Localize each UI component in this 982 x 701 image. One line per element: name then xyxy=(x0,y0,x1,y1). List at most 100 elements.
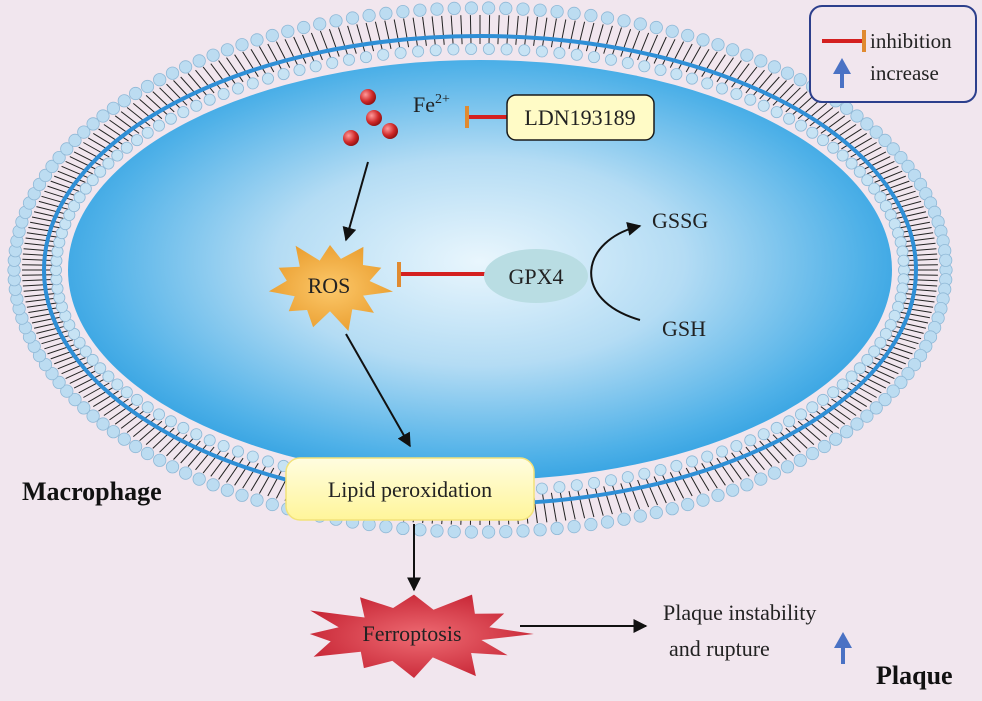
lipid-head-bead xyxy=(499,1,513,15)
lipid-tail xyxy=(850,382,877,398)
lipid-head-bead xyxy=(430,2,444,16)
lipid-tail xyxy=(881,180,910,192)
lipid-tail xyxy=(347,25,357,54)
lipid-tail xyxy=(653,36,667,64)
gpx4-label: GPX4 xyxy=(508,264,563,289)
lipid-tail xyxy=(152,427,175,449)
lipid-tail xyxy=(210,452,229,477)
lipid-tail xyxy=(61,165,90,179)
lipid-tail xyxy=(524,16,529,46)
lipid-tail xyxy=(577,489,586,519)
lipid-head-bead xyxy=(164,112,177,125)
lipid-head-bead xyxy=(621,471,634,484)
lipid-head-bead xyxy=(901,159,915,173)
lipid-tail xyxy=(559,19,567,49)
lipid-head-bead xyxy=(725,483,740,497)
lipid-tail xyxy=(393,19,401,49)
lipid-head-bead xyxy=(886,384,900,398)
legend-box: inhibition increase xyxy=(809,5,977,103)
lipid-head-bead xyxy=(617,14,631,28)
lipid-tail xyxy=(242,51,259,77)
lipid-tail xyxy=(41,334,71,345)
lipid-head-bead xyxy=(447,1,461,15)
lipid-tail xyxy=(44,339,74,350)
ferroptosis-label: Ferroptosis xyxy=(363,621,462,646)
lipid-head-bead xyxy=(584,517,598,532)
lipid-tail xyxy=(731,63,750,88)
gssg-label: GSSG xyxy=(652,208,708,233)
lipid-tail xyxy=(886,339,916,350)
lipid-head-bead xyxy=(817,393,830,406)
lipid-tail xyxy=(779,87,801,109)
lipid-tail xyxy=(515,15,519,45)
lipid-tail xyxy=(93,132,119,150)
lipid-head-bead xyxy=(793,453,807,467)
lipid-tail xyxy=(901,307,932,313)
lipid-tail xyxy=(785,427,808,449)
lipid-tail xyxy=(867,160,895,175)
lipid-tail xyxy=(603,25,613,54)
lipid-tail xyxy=(36,206,66,215)
lipid-tail xyxy=(867,365,895,380)
lipid-tail xyxy=(218,455,237,480)
lipid-head-bead xyxy=(874,336,887,349)
lipid-head-bead xyxy=(588,51,601,64)
lipid-tail xyxy=(892,200,922,210)
lipid-head-bead xyxy=(482,43,495,56)
lipid-tail xyxy=(752,443,773,467)
lipid-tail xyxy=(542,493,548,523)
lipid-tail xyxy=(83,382,110,398)
lipid-tail xyxy=(907,253,938,257)
lipid-head-bead xyxy=(481,1,496,15)
lipid-head-bead xyxy=(853,362,866,375)
lipid-head-bead xyxy=(102,370,115,383)
lipid-head-bead xyxy=(806,401,819,414)
lipid-head-bead xyxy=(868,345,881,358)
lipid-head-bead xyxy=(152,408,165,421)
lipid-head-bead xyxy=(297,20,311,35)
lipid-tail xyxy=(234,54,252,80)
lipid-tail xyxy=(187,73,208,97)
lipid-tail xyxy=(33,211,64,219)
lipid-tail xyxy=(506,15,510,45)
lipid-head-bead xyxy=(516,2,530,16)
lipid-head-bead xyxy=(153,73,167,87)
lipid-tail xyxy=(460,15,463,45)
lipid-tail xyxy=(497,15,500,45)
lipid-head-bead xyxy=(817,134,830,147)
lipid-tail xyxy=(441,15,445,45)
lipid-head-bead xyxy=(326,56,339,69)
lipid-tail xyxy=(550,18,557,48)
lipid-tail xyxy=(859,374,887,389)
lipid-head-bead xyxy=(412,45,425,58)
lipid-head-bead xyxy=(783,415,796,428)
lipid-tail xyxy=(669,41,685,68)
lipid-head-bead xyxy=(621,56,634,69)
lipid-head-bead xyxy=(770,106,783,119)
lipid-head-bead xyxy=(730,439,743,452)
lipid-tail xyxy=(47,343,76,355)
lipid-tail xyxy=(863,370,891,384)
lipid-tail xyxy=(854,378,882,394)
lipid-head-bead xyxy=(130,393,143,406)
lipid-tail xyxy=(267,470,283,497)
lipid-head-bead xyxy=(68,200,81,213)
lipid-tail xyxy=(267,43,283,70)
lipid-tail xyxy=(791,424,815,445)
lipid-head-bead xyxy=(329,14,343,28)
ferroptosis-burst-shape xyxy=(309,594,534,678)
lipid-head-bead xyxy=(250,493,264,507)
lipid-tail xyxy=(22,264,53,266)
gsh-label: GSH xyxy=(662,316,706,341)
lipid-peroxidation-box xyxy=(285,457,535,521)
lipid-tail xyxy=(568,20,576,50)
lipid-head-bead xyxy=(780,460,795,474)
lipid-tail xyxy=(22,258,53,261)
lipid-tail xyxy=(98,128,124,146)
lipid-tail xyxy=(826,119,851,138)
lipid-head-bead xyxy=(711,38,725,52)
lipid-tail xyxy=(874,357,903,370)
lipid-head-bead xyxy=(901,366,915,381)
lipid-tail xyxy=(293,36,307,64)
lipid-tail xyxy=(24,293,55,298)
